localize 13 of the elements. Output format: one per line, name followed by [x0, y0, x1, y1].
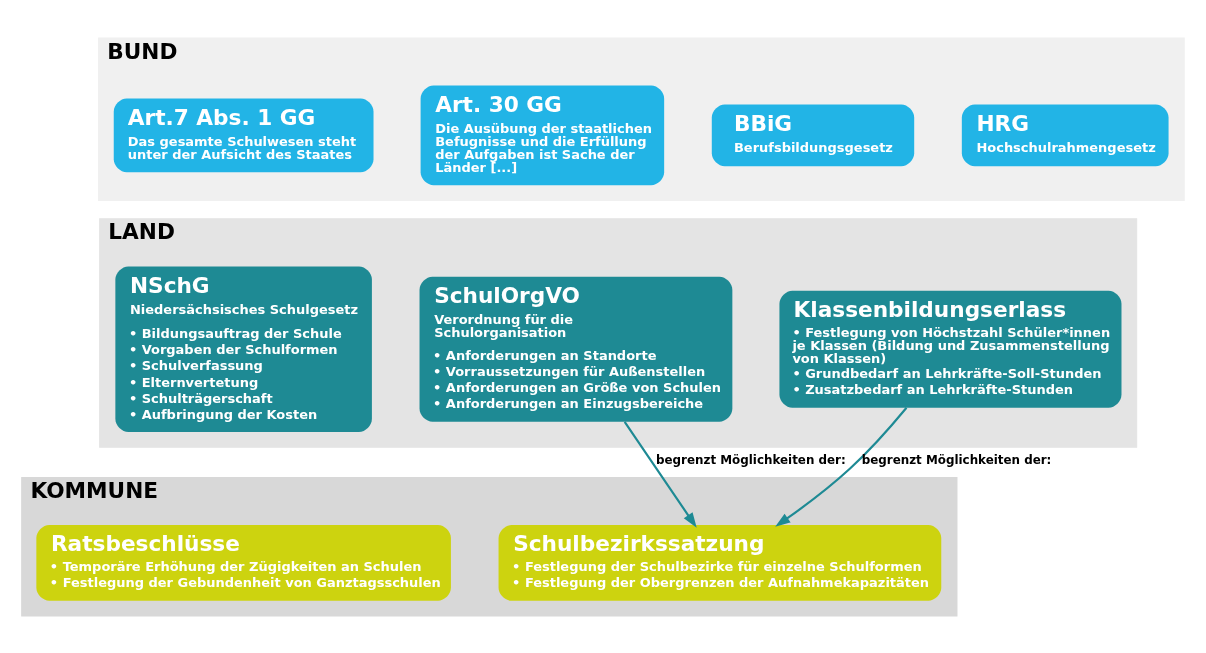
node-box: Art.7 Abs. 1 GG Das gesamte Schulwesen steht unter der Aufsicht des Staates: [113, 98, 374, 172]
node-box: Klassenbildungserlass • Festlegung von Höchstzahl Schüler*innen je Klassen (Bildung und Zusammenstellung von Klassen) • Grundbedarf an Lehrkräfte-Soll-Stunden • Zusatzbedarf an Lehrkräfte-Stunden: [779, 290, 1122, 408]
edge-label: begrenzt Möglichkeiten der:: [656, 452, 846, 467]
node-box: Schulbezirkssatzung • Festlegung der Schulbezirke für einzelne Schulformen • Festlegung der Obergrenzen der Aufnahmekapazitäten: [498, 524, 942, 601]
node-box: SchulOrgVO Verordnung für die Schulorganisation • Anforderungen an Standorte • Vorraussetzungen für Außenstellen • Anforderungen an Größe von Schulen • Anforderungen an Einzugsbereiche: [419, 276, 733, 422]
node-box: BBiG Berufsbildungsgesetz: [711, 104, 915, 166]
node-box: Ratsbeschlüsse • Temporäre Erhöhung der Zügigkeiten an Schulen • Festlegung der Gebundenheit von Ganztagsschulen: [36, 524, 451, 601]
arrow: [623, 420, 697, 528]
arrow: [775, 406, 908, 527]
node-box: NSchG Niedersächsisches Schulgesetz • Bildungsauftrag der Schule • Vorgaben der Schulformen • Schulverfassung • Elternvertetung • Schulträgerschaft • Aufbringung der Kosten: [115, 265, 372, 432]
node-box: Art. 30 GG Die Ausübung der staatlichen Befugnisse und die Erfüllung der Aufgaben ist Sache der Länder [...]: [420, 85, 665, 185]
node-box: HRG Hochschulrahmengesetz: [961, 104, 1169, 166]
edge-label: begrenzt Möglichkeiten der:: [861, 452, 1052, 467]
